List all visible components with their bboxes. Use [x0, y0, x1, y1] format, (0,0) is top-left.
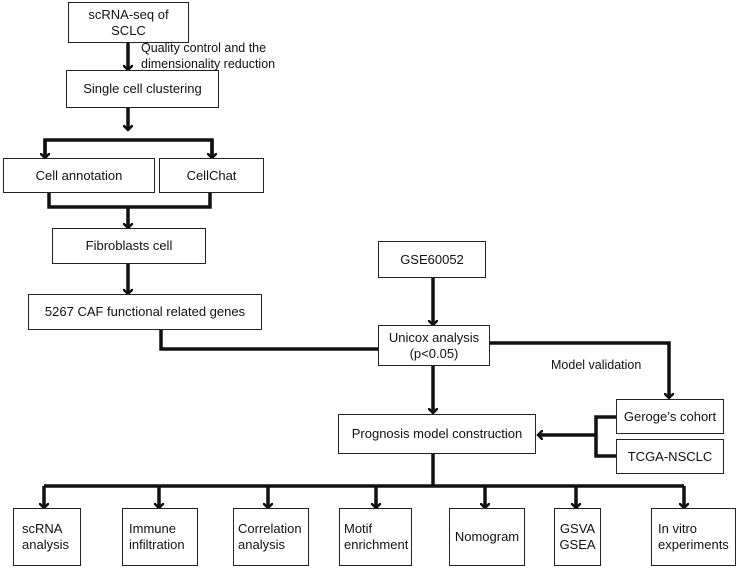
node-unicox-analysis: Unicox analysis (p<0.05) [378, 325, 490, 366]
merge-line [47, 192, 212, 209]
node-gse60052: GSE60052 [378, 241, 486, 278]
node-tcga-nsclc: TCGA-NSCLC [616, 439, 724, 474]
line-caf-to-unicox [159, 330, 378, 351]
node-motif-enrichment: Motif enrichment [339, 508, 412, 566]
node-in-vitro-experiments: In vitro experiments [651, 508, 736, 566]
label-model-validation: Model validation [551, 358, 642, 372]
node-scrna-analysis: scRNA analysis [13, 508, 81, 566]
node-fibroblasts-cell: Fibroblasts cell [52, 228, 206, 264]
arrow-model-validation [490, 341, 669, 398]
node-prognosis-model: Prognosis model construction [338, 414, 536, 454]
node-single-cell-clustering: Single cell clustering [66, 70, 219, 108]
node-immune-infiltration: Immune infiltration [122, 508, 198, 566]
node-gsva-gsea: GSVA GSEA [554, 508, 601, 566]
split-line [43, 138, 214, 158]
node-nomogram: Nomogram [449, 508, 525, 566]
node-cellchat: CellChat [159, 158, 264, 193]
validation-bracket [594, 415, 616, 458]
node-scrna-seq-sclc: scRNA-seq of SCLC [68, 2, 189, 43]
node-cell-annotation: Cell annotation [3, 158, 155, 193]
node-geroge-cohort: Geroge’s cohort [616, 399, 724, 434]
label-quality-control: Quality control and the dimensionality r… [141, 41, 276, 71]
node-correlation-analysis: Correlation analysis [233, 508, 309, 566]
node-caf-genes: 5267 CAF functional related genes [28, 294, 262, 330]
